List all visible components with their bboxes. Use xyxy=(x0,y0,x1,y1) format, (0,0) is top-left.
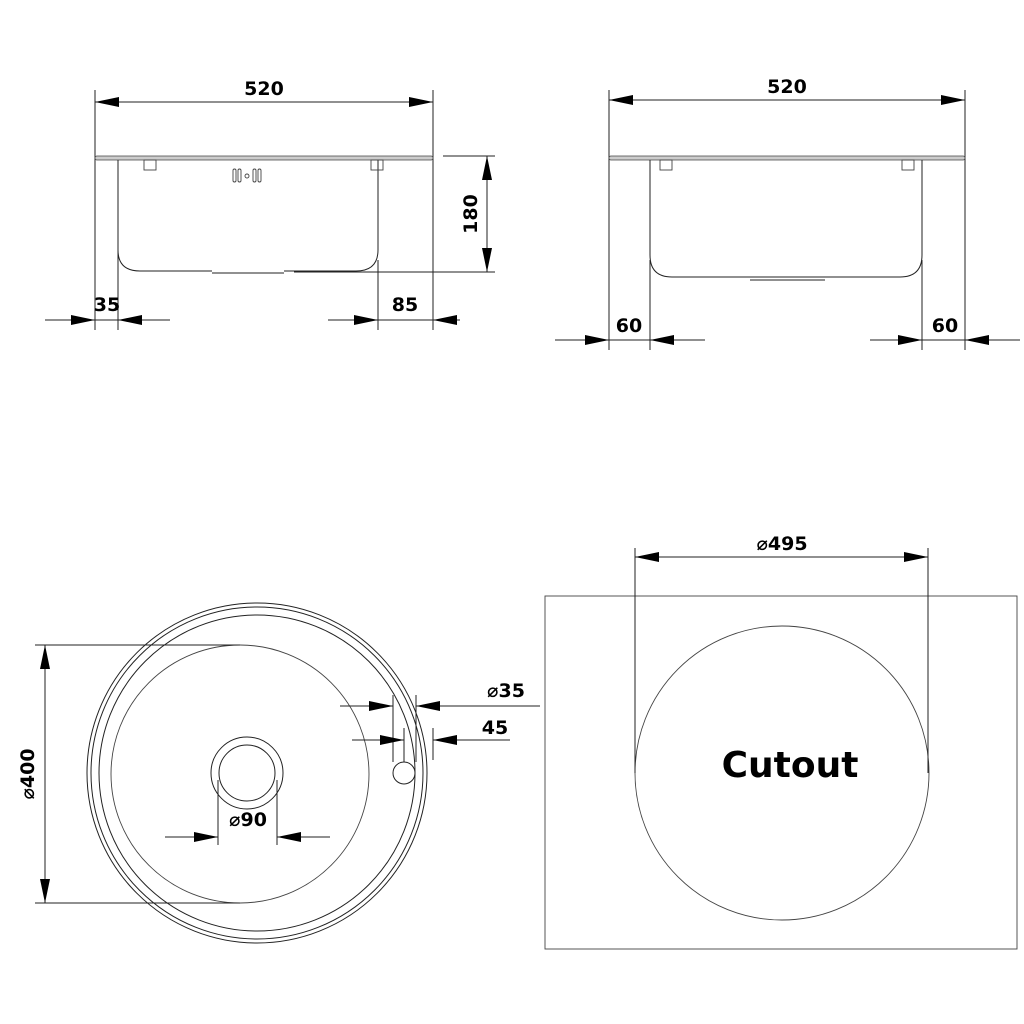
side-view: 520 60 60 xyxy=(555,76,1020,350)
right-offset-label: 85 xyxy=(392,294,418,316)
bowl-circle xyxy=(110,644,370,904)
front-view: 520 180 35 85 xyxy=(45,78,495,330)
right-offset-label: 60 xyxy=(932,315,958,337)
left-offset-label: 60 xyxy=(616,315,642,337)
sink-rim xyxy=(94,155,434,161)
height-label: 180 xyxy=(460,194,482,234)
top-view: ⌀400 ⌀90 ⌀35 45 xyxy=(17,602,540,944)
tap-hole xyxy=(392,761,416,785)
bowl-profile xyxy=(117,160,379,272)
cutout-label: Cutout xyxy=(722,745,859,786)
overflow-icon xyxy=(232,168,262,183)
width-label: 520 xyxy=(767,76,807,98)
tap-hole-diameter-label: ⌀35 xyxy=(487,680,525,702)
left-offset-label: 35 xyxy=(94,294,120,316)
cutout-diameter-label: ⌀495 xyxy=(756,533,807,555)
width-label: 520 xyxy=(244,78,284,100)
tap-hole-offset-label: 45 xyxy=(482,717,508,739)
cutout-view: ⌀495 Cutout xyxy=(544,533,1018,950)
drain-diameter-label: ⌀90 xyxy=(229,809,267,831)
bowl-diameter-label: ⌀400 xyxy=(17,748,39,799)
countertop-outline xyxy=(544,595,1018,950)
drain-circle xyxy=(210,736,284,810)
